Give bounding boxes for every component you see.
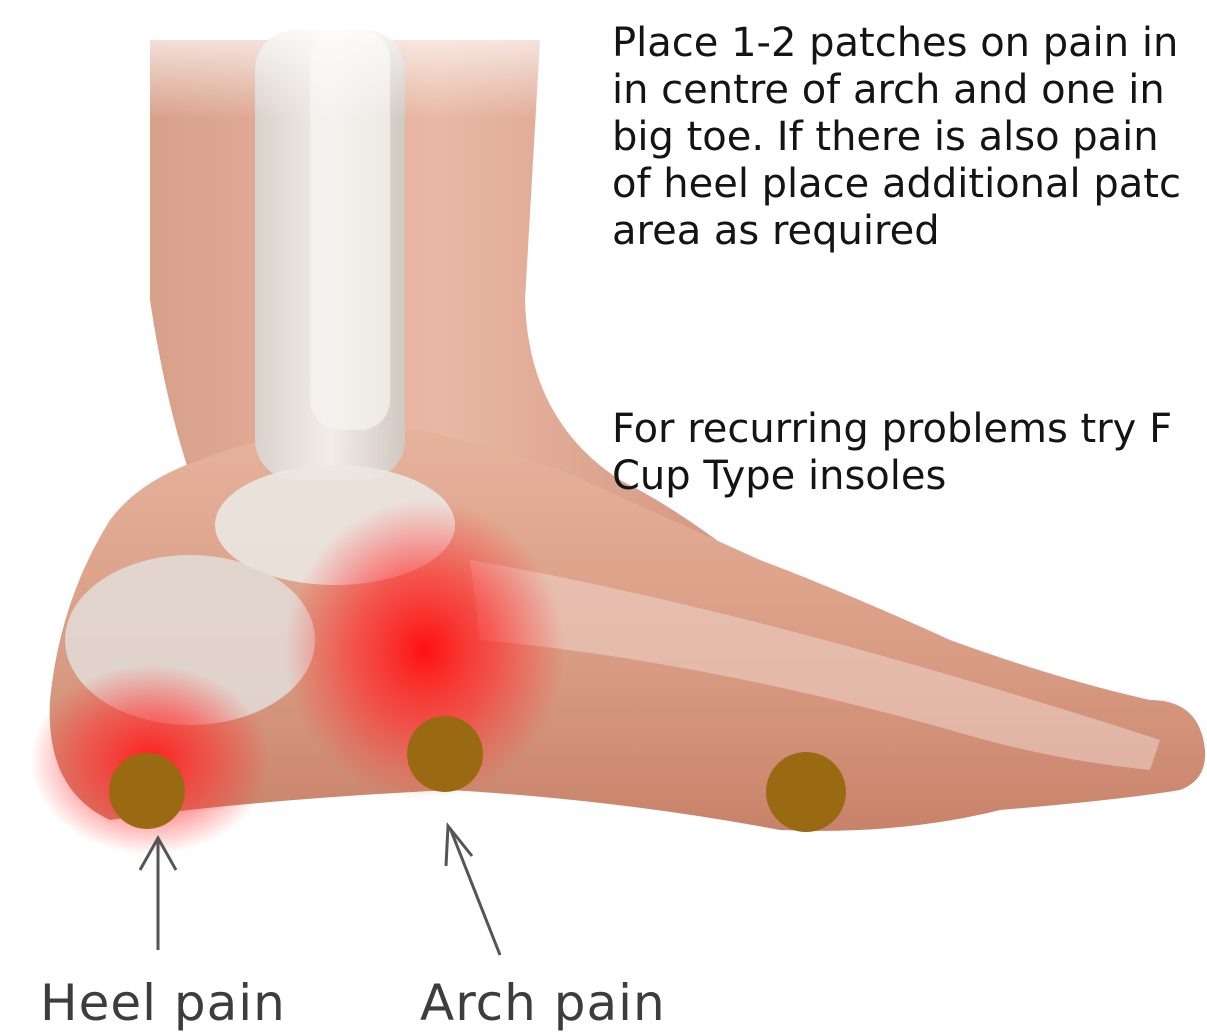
instruction-line: Place 1-2 patches on pain in [612,20,1207,67]
insole-recommendation: For recurring problems try F Cup Type in… [612,406,1207,500]
instruction-line: For recurring problems try F [612,406,1207,453]
instruction-line: of heel place additional patc [612,161,1207,208]
instruction-line: in centre of arch and one in [612,67,1207,114]
heel-pain-label: Heel pain [40,975,286,1031]
toe-patch-marker [766,752,846,832]
instruction-line: Cup Type insoles [612,453,1207,500]
heel-patch-marker [109,753,185,829]
instruction-line: area as required [612,208,1207,255]
arch-pain-label: Arch pain [420,975,666,1031]
arch-patch-marker [407,716,483,792]
instruction-line: big toe. If there is also pain [612,114,1207,161]
patch-instructions: Place 1-2 patches on pain in in centre o… [612,20,1207,255]
arch-arrow [446,826,500,955]
